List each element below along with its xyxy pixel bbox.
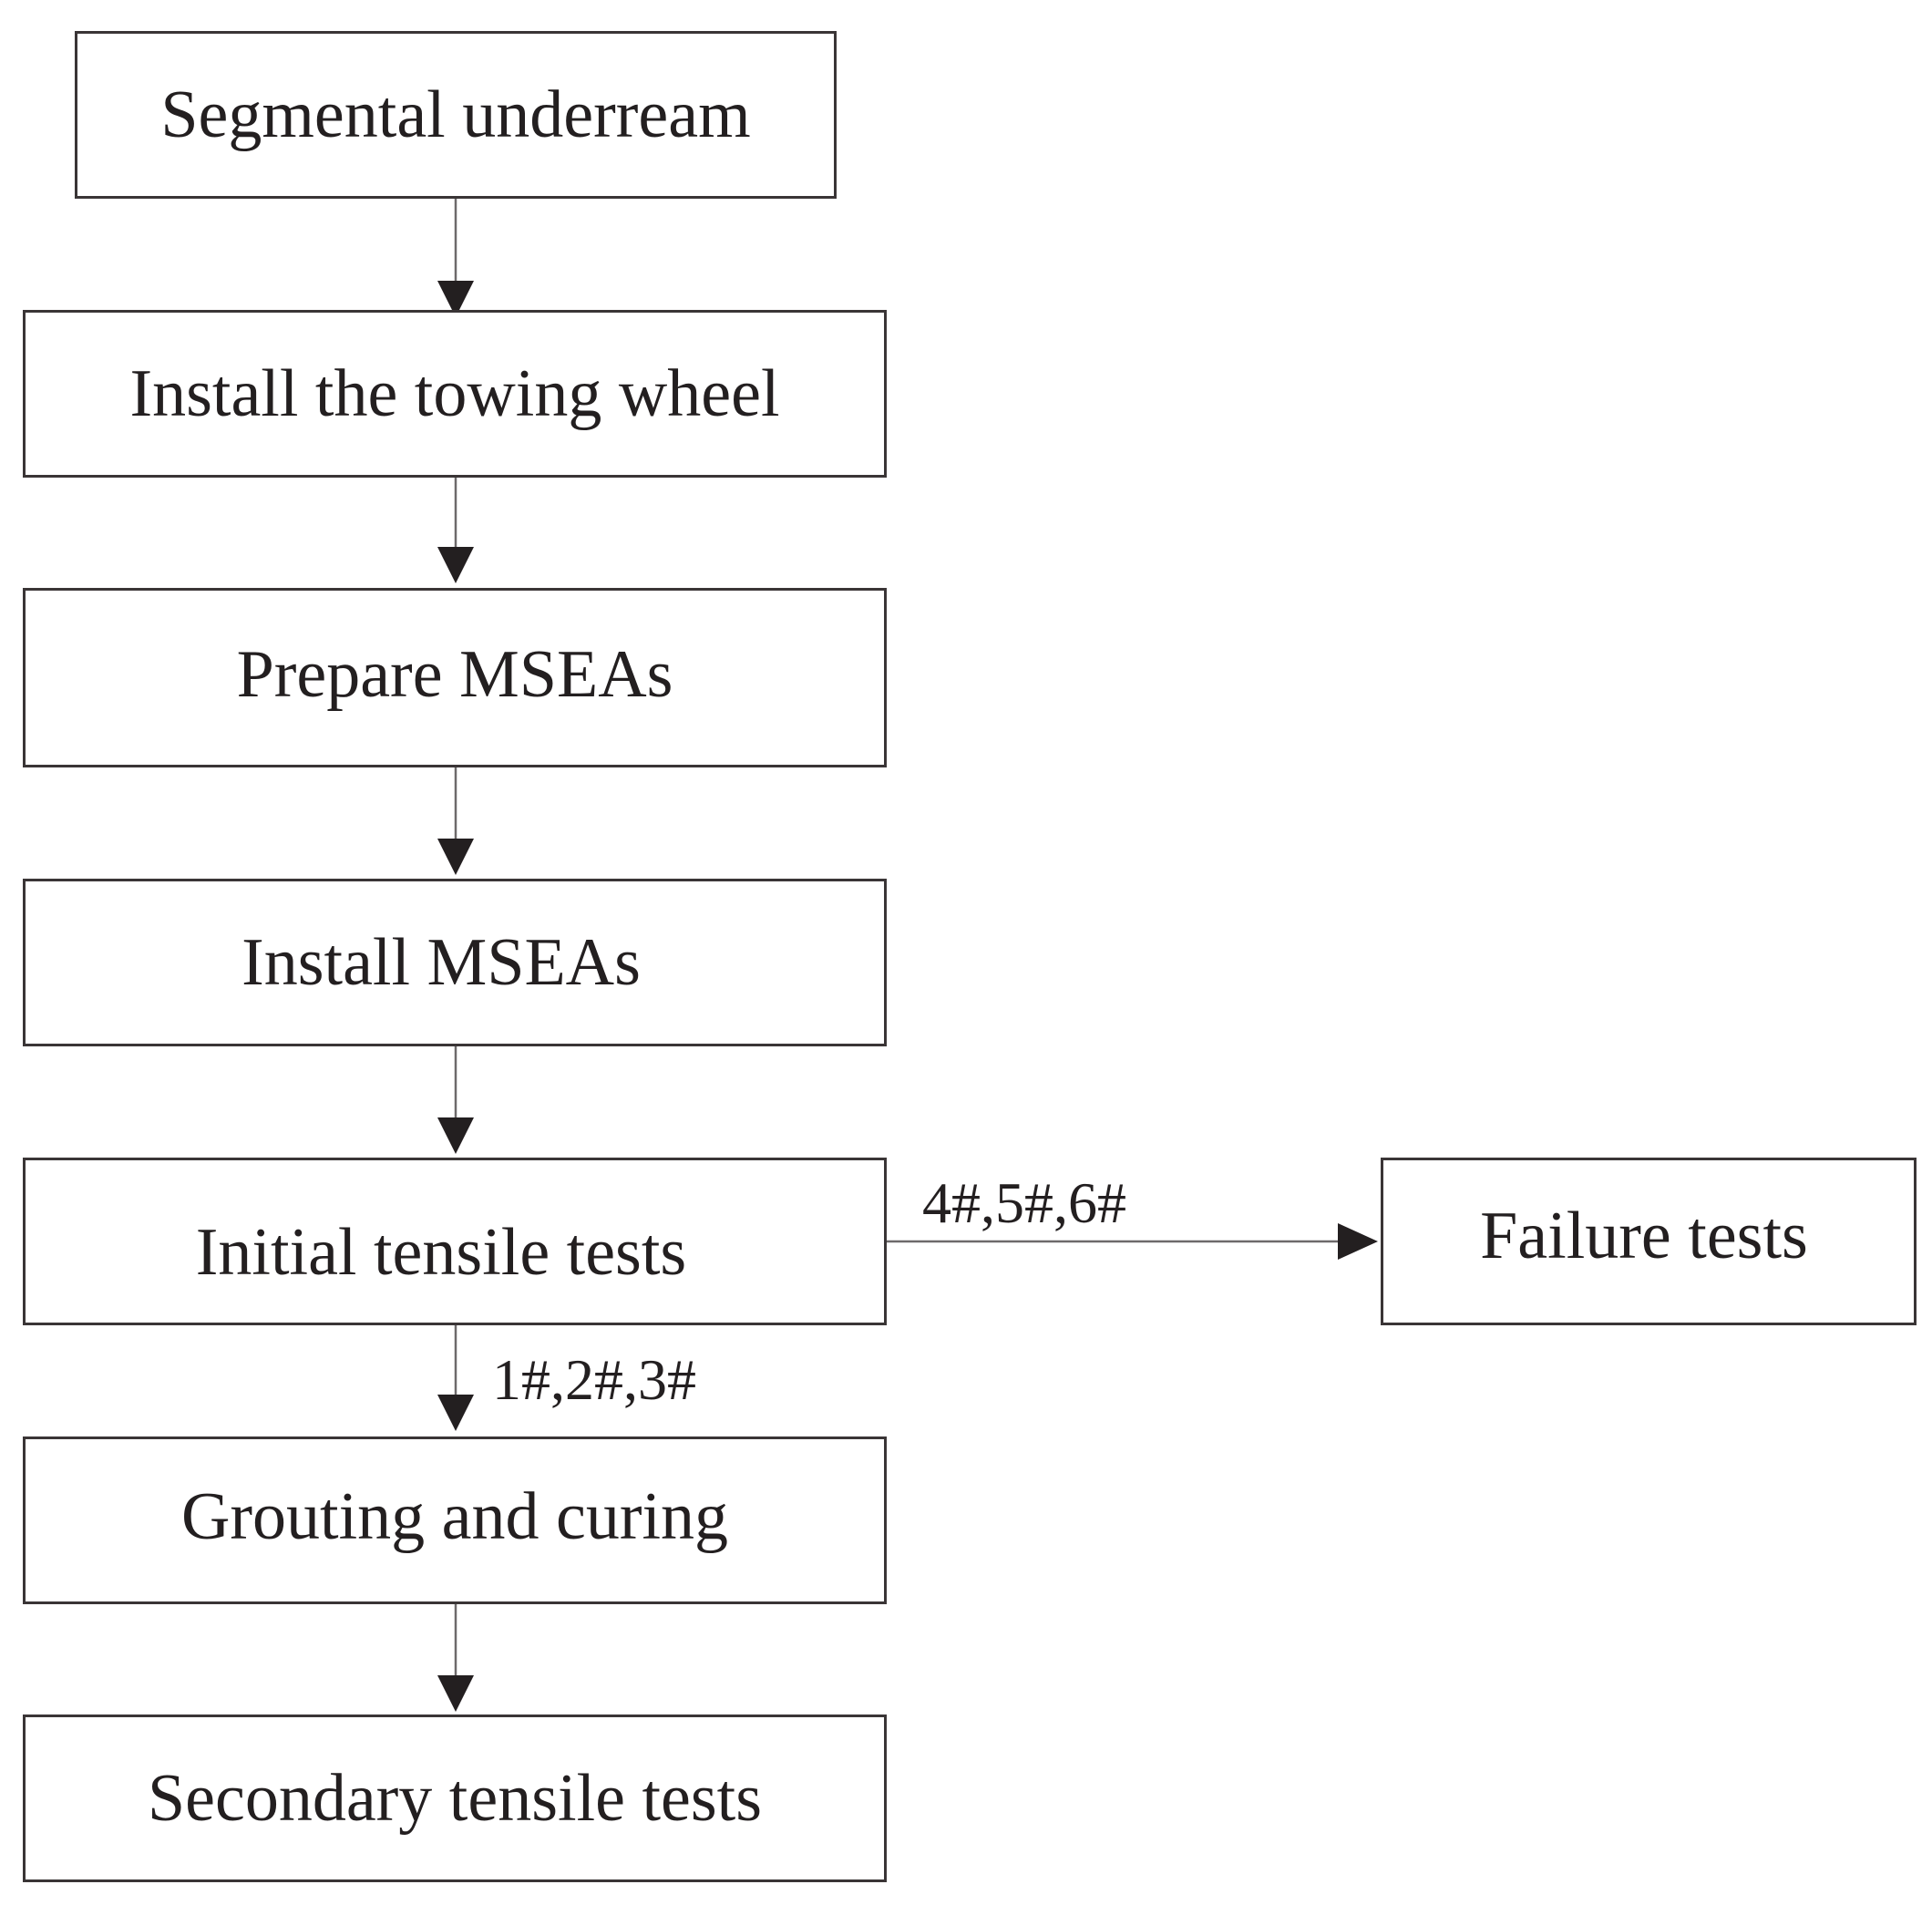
node-label: Grouting and curing xyxy=(180,1479,729,1554)
arrowhead xyxy=(1338,1223,1378,1260)
arrowhead xyxy=(437,1117,474,1154)
node-label: Prepare MSEAs xyxy=(236,636,673,712)
node-install-towing-wheel: Install the towing wheel xyxy=(23,310,887,478)
edge-label-4-5-6: 4#,5#,6# xyxy=(922,1170,1126,1235)
node-secondary-tensile-tests: Secondary tensile tests xyxy=(23,1714,887,1882)
edge-n4-n5 xyxy=(437,1046,474,1154)
edge-label-1-2-3: 1#,2#,3# xyxy=(492,1347,696,1412)
edge-n5-n8 xyxy=(887,1223,1378,1260)
edge-n1-n2 xyxy=(437,199,474,317)
edge-n6-n7 xyxy=(437,1604,474,1712)
arrowhead xyxy=(437,281,474,317)
node-label: Initial tensile tests xyxy=(195,1215,687,1290)
arrowhead xyxy=(437,1675,474,1712)
edge-n2-n3 xyxy=(437,478,474,583)
node-label: Install the towing wheel xyxy=(129,356,780,431)
node-label: Secondary tensile tests xyxy=(147,1761,763,1836)
node-prepare-mseas: Prepare MSEAs xyxy=(23,588,887,767)
arrowhead xyxy=(437,1395,474,1431)
arrowhead xyxy=(437,839,474,875)
edge-n3-n4 xyxy=(437,767,474,875)
node-label: Segmental underream xyxy=(160,77,751,152)
node-failure-tests: Failure tests xyxy=(1381,1158,1917,1325)
node-label: Install MSEAs xyxy=(242,925,641,1000)
arrowhead xyxy=(437,547,474,583)
node-initial-tensile-tests: Initial tensile tests xyxy=(23,1158,887,1325)
node-grouting-and-curing: Grouting and curing xyxy=(23,1436,887,1604)
node-label: Failure tests xyxy=(1480,1199,1808,1273)
node-install-mseas: Install MSEAs xyxy=(23,879,887,1046)
edge-n5-n6 xyxy=(437,1325,474,1431)
node-segmental-underream: Segmental underream xyxy=(75,31,837,199)
